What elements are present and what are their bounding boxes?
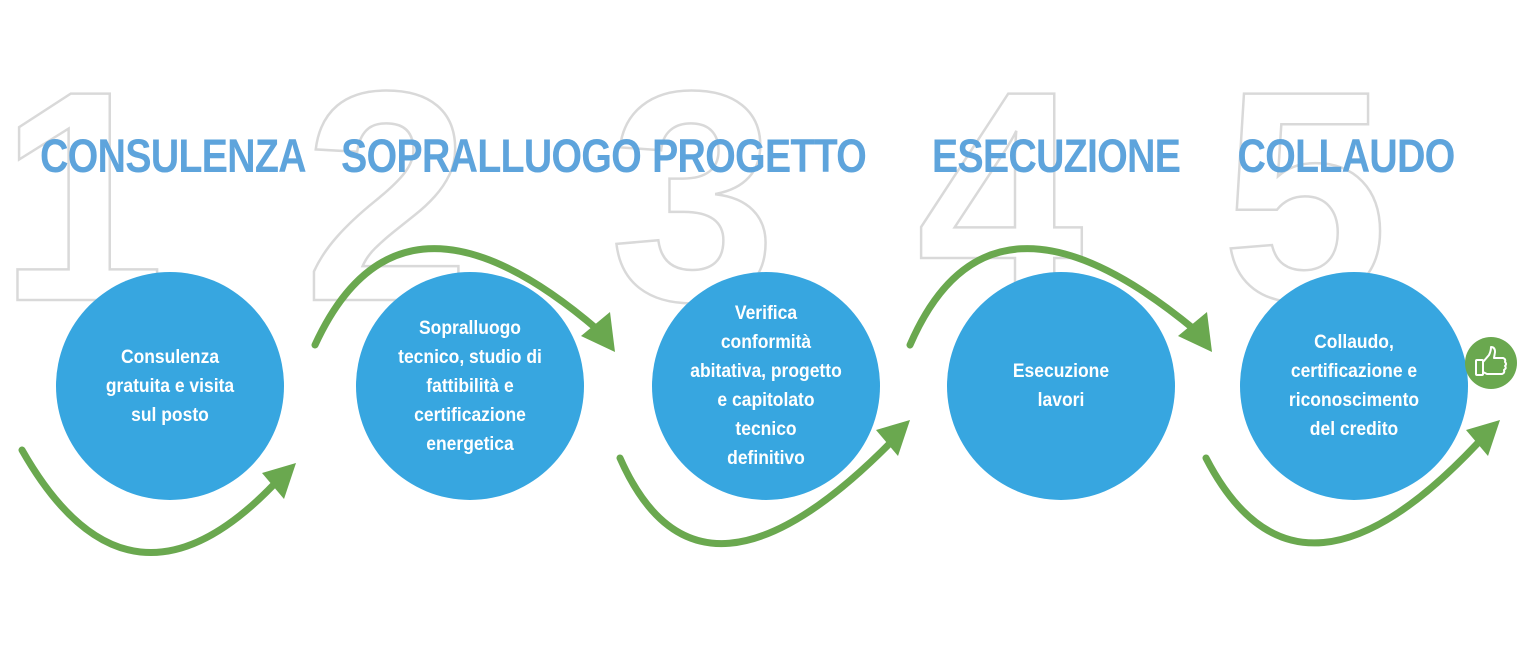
arrow-1-head	[262, 463, 296, 499]
step-circle: Sopralluogo tecnico, studio di fattibili…	[356, 272, 584, 500]
step-title: SOPRALLUOGO	[341, 129, 642, 182]
step-description: Verifica conformità abitativa, progetto …	[690, 303, 842, 469]
arrow-2-head	[581, 312, 615, 352]
step-description: Esecuzione lavori	[1012, 361, 1110, 411]
arrow-3-head	[876, 420, 910, 456]
step-consulenza: CONSULENZA Consulenza gratuita e visita …	[16, 0, 316, 663]
arrow-4-head	[1178, 312, 1212, 352]
step-circle: Verifica conformità abitativa, progetto …	[652, 272, 880, 500]
step-title: COLLAUDO	[1237, 129, 1456, 182]
step-title: ESECUZIONE	[931, 129, 1181, 182]
step-title: CONSULENZA	[40, 129, 307, 182]
step-circle: Collaudo, certificazione e riconosciment…	[1240, 272, 1468, 500]
step-circle: Consulenza gratuita e visita sul posto	[56, 272, 284, 500]
arrow-2-upper	[311, 245, 602, 349]
arrow-5-head	[1466, 420, 1500, 456]
step-title: PROGETTO	[651, 129, 867, 182]
step-description: Collaudo, certificazione e riconosciment…	[1288, 332, 1420, 440]
step-collaudo: COLLAUDO Collaudo, certificazione e rico…	[1196, 0, 1496, 663]
arrow-1-lower	[18, 446, 284, 557]
step-esecuzione: ESECUZIONE Esecuzione lavori	[906, 0, 1206, 663]
step-description: Sopralluogo tecnico, studio di fattibili…	[398, 317, 542, 455]
arrow-3-lower	[616, 431, 902, 548]
step-progetto: PROGETTO Verifica conformità abitativa, …	[609, 0, 909, 663]
step-sopralluogo: SOPRALLUOGO Sopralluogo tecnico, studio …	[317, 0, 642, 663]
arrow-4-upper	[906, 245, 1199, 349]
arrow-5-lower	[1202, 428, 1492, 547]
thumbs-up-icon	[1465, 337, 1517, 389]
step-circle: Esecuzione lavori	[947, 272, 1175, 500]
step-description: Consulenza gratuita e visita sul posto	[105, 346, 235, 426]
